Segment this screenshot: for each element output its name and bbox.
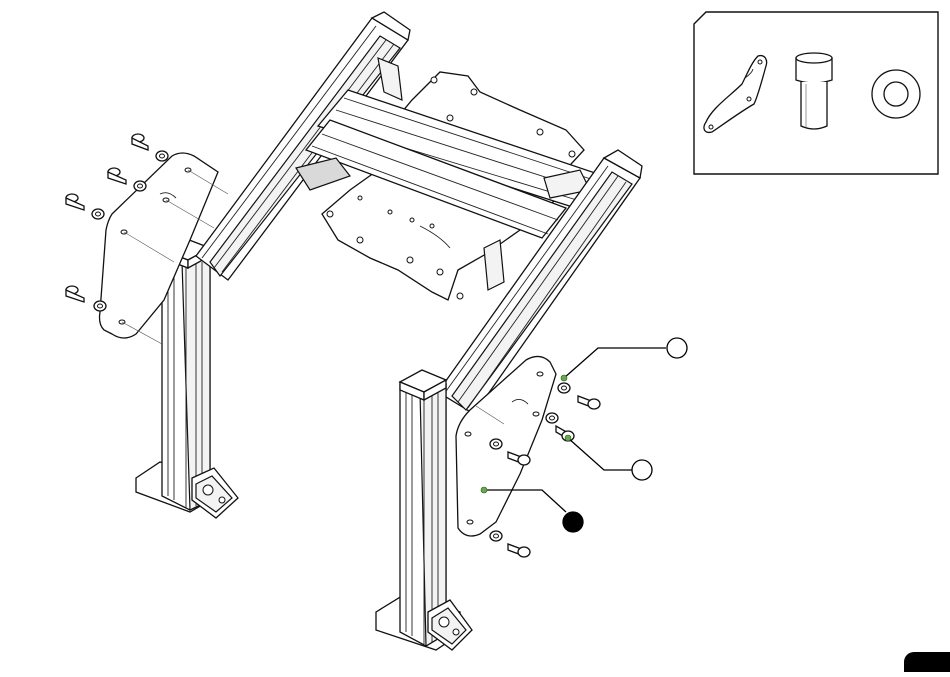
bolt-2 [108,168,146,191]
flat-washer-icon [872,70,920,118]
bolt-8 [490,531,530,557]
callout-1-marker [561,375,567,381]
callout-3-marker [481,487,487,493]
bolt-3 [66,194,104,219]
socket-head-bolt-icon [796,53,832,129]
callout-2 [565,435,652,480]
page-corner-tab [904,652,950,672]
bracket-plate-icon [704,56,767,133]
parts-inset [694,12,938,174]
bolt-5 [558,383,600,409]
bolt-4 [66,286,106,311]
callout-2-marker [565,435,571,441]
callout-1 [561,338,687,381]
bolt-1 [132,134,168,161]
